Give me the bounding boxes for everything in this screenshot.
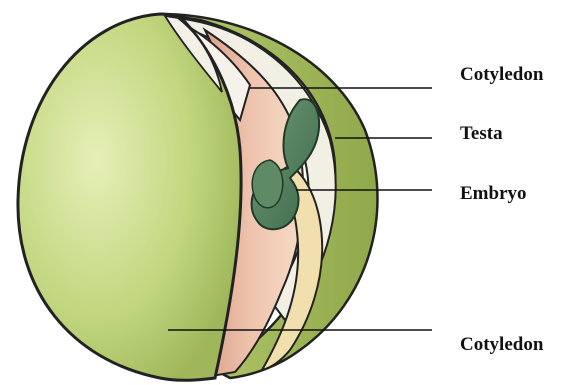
label-cotyledon-top: Cotyledon [460, 65, 543, 84]
label-embryo: Embryo [460, 184, 527, 203]
label-cotyledon-bottom: Cotyledon [460, 335, 543, 354]
embryo-leaf [252, 160, 282, 208]
label-testa: Testa [460, 124, 503, 143]
